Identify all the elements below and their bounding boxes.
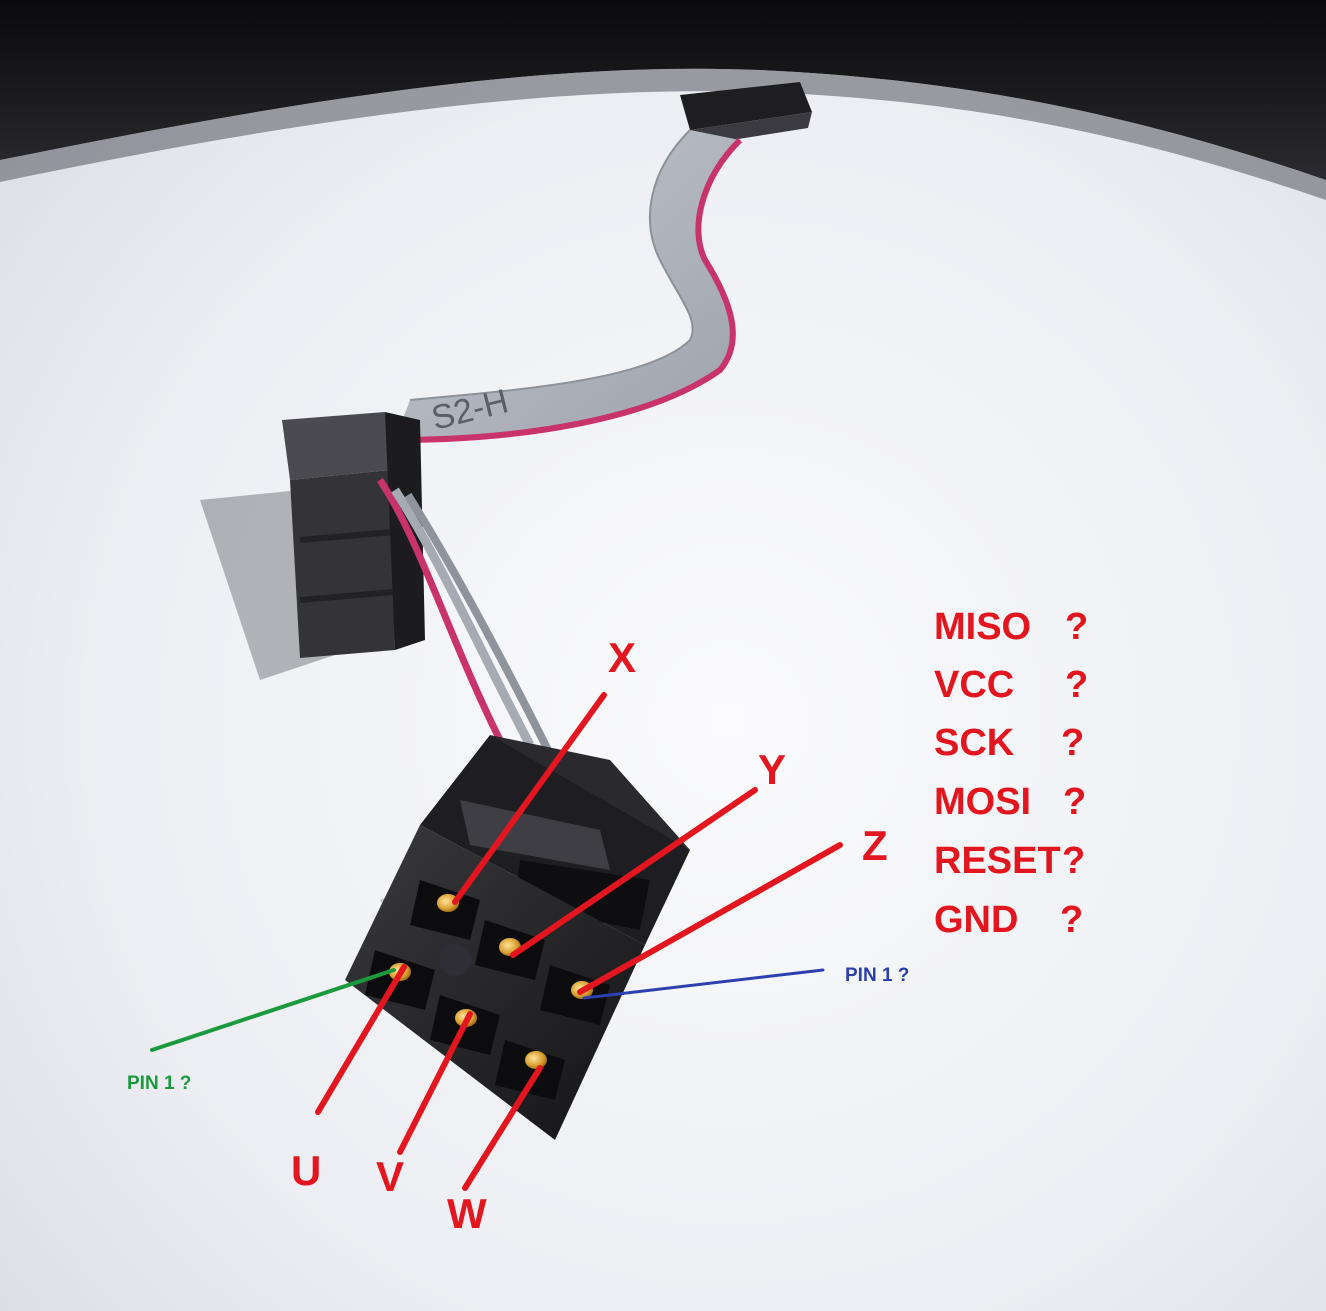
pointer-line-u bbox=[315, 964, 407, 1115]
signal-mark: ? bbox=[1061, 722, 1084, 764]
signal-name: MOSI bbox=[934, 781, 1031, 823]
pointer-line-v bbox=[397, 1011, 473, 1155]
signal-name: VCC bbox=[934, 664, 1014, 706]
pin-label-v: V bbox=[376, 1153, 404, 1200]
pin-label-w: W bbox=[447, 1190, 487, 1237]
pointer-line-x bbox=[452, 692, 607, 905]
pin-contact-x bbox=[437, 894, 459, 912]
pin-letter-labels: X Y Z U V W bbox=[291, 634, 888, 1237]
pin-pointer-lines bbox=[315, 692, 843, 1191]
signal-list: MISO ? VCC ? SCK ? MOSI ? RESET ? GND ? bbox=[934, 606, 1088, 941]
pin-label-y: Y bbox=[758, 746, 786, 793]
signal-mark: ? bbox=[1063, 781, 1086, 823]
signal-mark: ? bbox=[1060, 899, 1083, 941]
pointer-line-y bbox=[510, 787, 758, 958]
signal-name: RESET bbox=[934, 840, 1061, 882]
pin1-label-green: PIN 1 ? bbox=[127, 1073, 191, 1094]
pin1-label-blue: PIN 1 ? bbox=[845, 965, 909, 986]
signal-name: GND bbox=[934, 899, 1018, 941]
signal-name: MISO bbox=[934, 606, 1031, 648]
mid-connector bbox=[282, 412, 425, 658]
pointer-line-w bbox=[462, 1065, 543, 1191]
pin1-pointer-green bbox=[150, 968, 396, 1052]
front-connector bbox=[345, 735, 690, 1140]
pin-contact-w bbox=[525, 1051, 547, 1069]
ribbon-cable: S2-H bbox=[394, 129, 743, 443]
pin1-pointer-blue bbox=[582, 968, 825, 1000]
signal-mark: ? bbox=[1065, 606, 1088, 648]
signal-mark: ? bbox=[1065, 664, 1088, 706]
pin-label-z: Z bbox=[862, 822, 888, 869]
pointer-line-z bbox=[577, 842, 843, 995]
wires bbox=[377, 478, 552, 752]
signal-name: SCK bbox=[934, 722, 1015, 764]
signal-mark: ? bbox=[1062, 840, 1085, 882]
pin-label-x: X bbox=[608, 634, 636, 681]
pin-label-u: U bbox=[291, 1147, 321, 1194]
